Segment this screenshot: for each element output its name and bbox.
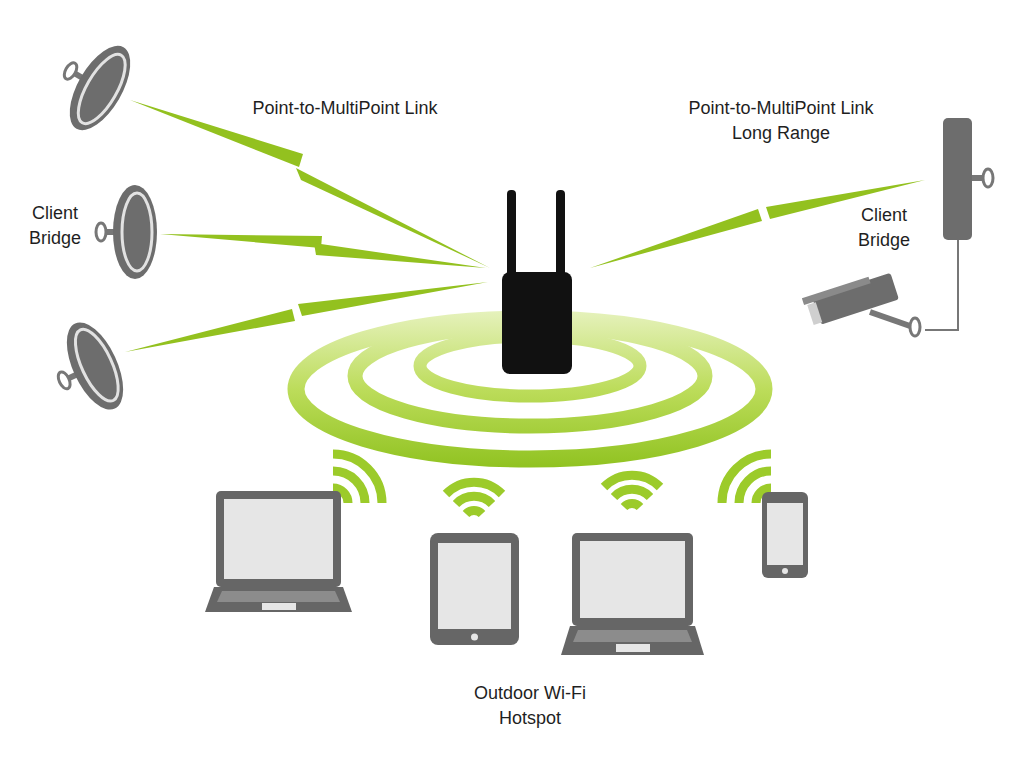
client-label: Client Bridge xyxy=(24,201,86,251)
phone-body xyxy=(762,492,808,578)
camera-cable xyxy=(925,238,958,330)
phone-button xyxy=(782,568,788,574)
wifi-arcs xyxy=(446,482,502,514)
camera-hood xyxy=(802,277,871,305)
link-bolt xyxy=(298,282,488,316)
dish-rim xyxy=(67,323,127,406)
dish-antenna xyxy=(96,185,157,279)
access-point xyxy=(502,190,572,374)
camera-mount xyxy=(870,312,910,326)
link-bolt xyxy=(590,209,762,268)
laptop xyxy=(205,491,352,612)
link-label: Point-to-MultiPoint Link xyxy=(252,96,437,121)
tablet xyxy=(430,533,519,645)
antenna xyxy=(507,190,516,280)
laptop-lid xyxy=(572,533,693,626)
camera-body xyxy=(802,270,899,328)
laptop-screen xyxy=(580,541,685,618)
link-bolt xyxy=(125,309,295,352)
tablet-screen xyxy=(438,543,511,629)
ip-camera xyxy=(802,270,920,336)
hotspot-label: Outdoor Wi-Fi Hotspot xyxy=(465,681,595,731)
laptop-lid xyxy=(216,491,341,587)
tablet-body xyxy=(430,533,519,645)
link-bolt xyxy=(296,168,490,268)
dish-rim xyxy=(122,193,152,271)
link-label: Point-to-MultiPoint Link Long Range xyxy=(671,96,891,146)
laptop-trackpad xyxy=(616,644,650,652)
link-bolt xyxy=(160,234,322,248)
dish-antenna xyxy=(43,28,143,140)
dish-feed-end xyxy=(56,370,73,391)
dish-feed-end xyxy=(96,223,106,241)
laptop-screen xyxy=(224,499,333,579)
panel-antenna xyxy=(925,118,993,330)
smartphone xyxy=(762,492,808,578)
laptop-trackpad xyxy=(262,603,296,610)
panel-body xyxy=(943,118,972,240)
laptop xyxy=(561,533,704,655)
antenna xyxy=(556,190,565,280)
dish-reflector xyxy=(113,185,157,279)
client-label: Client Bridge xyxy=(853,203,915,253)
dish-rim xyxy=(69,48,134,131)
laptop-base xyxy=(561,626,704,655)
laptop-keyboard xyxy=(217,591,340,602)
dish-antenna xyxy=(40,314,135,425)
camera-lens xyxy=(807,302,822,325)
laptop-base xyxy=(205,587,352,612)
phone-screen xyxy=(767,503,803,565)
camera-housing xyxy=(812,273,899,325)
link-bolt xyxy=(314,243,486,268)
tablet-button xyxy=(471,634,478,641)
wifi-arcs xyxy=(604,475,660,507)
panel-feed-end xyxy=(983,169,993,187)
dish-reflector xyxy=(57,36,142,139)
camera-mount-end xyxy=(910,318,920,336)
dish-feed-end xyxy=(62,61,80,82)
wifi-signals xyxy=(333,454,771,514)
laptop-keyboard xyxy=(573,630,692,642)
access-point-body xyxy=(502,272,572,374)
dish-reflector xyxy=(55,314,135,418)
